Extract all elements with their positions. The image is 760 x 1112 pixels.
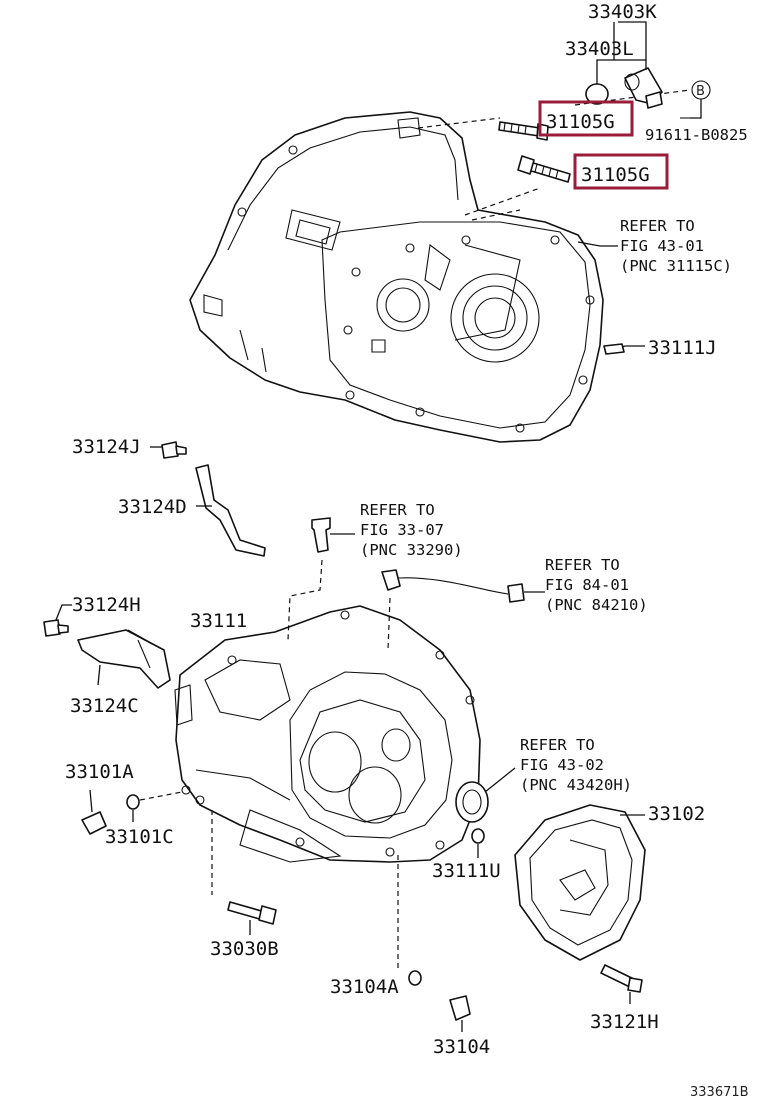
- label-31105g-upper[interactable]: 31105G: [546, 111, 615, 133]
- label-33030b[interactable]: 33030B: [210, 938, 279, 960]
- label-31105g-lower[interactable]: 31105G: [581, 164, 650, 186]
- label-91611-b0825[interactable]: 91611-B0825: [645, 126, 748, 144]
- sleeve-33403k: [624, 67, 663, 109]
- label-33111j[interactable]: 33111J: [648, 337, 717, 359]
- ref4-line2[interactable]: FIG 43-02: [520, 756, 604, 774]
- highlight-box-31105g-lower: [573, 153, 669, 190]
- ref2-line3: (PNC 33290): [360, 541, 463, 559]
- label-33124d[interactable]: 33124D: [118, 496, 187, 518]
- figure-id: 333671B: [690, 1085, 749, 1100]
- label-33104[interactable]: 33104: [433, 1036, 490, 1058]
- label-33124c[interactable]: 33124C: [70, 695, 139, 717]
- bolt-33124h: [43, 619, 69, 637]
- ref2-line2[interactable]: FIG 33-07: [360, 521, 444, 539]
- label-33111u[interactable]: 33111U: [432, 860, 501, 882]
- clutch-housing-drawing: [189, 111, 604, 443]
- case-cover-33102: [514, 804, 646, 961]
- gasket-33101c: [126, 794, 140, 810]
- ref1-line3: (PNC 31115C): [620, 257, 732, 275]
- plug-33104a: [408, 970, 422, 986]
- bolt-31105g-lower: [517, 155, 571, 183]
- label-33104a[interactable]: 33104A: [330, 976, 399, 998]
- label-33403l: 33403L: [565, 38, 634, 60]
- highlight-box-31105g-upper: [538, 100, 634, 137]
- plug-33104: [449, 995, 471, 1021]
- ref2-line1: REFER TO: [360, 501, 435, 519]
- transaxle-case-drawing: [174, 605, 481, 863]
- ref1-line2[interactable]: FIG 43-01: [620, 237, 704, 255]
- bolt-33121h: [600, 964, 643, 993]
- bolt-33030b: [227, 901, 277, 925]
- label-33101a[interactable]: 33101A: [65, 761, 134, 783]
- pin-33111j: [603, 343, 625, 355]
- speed-sensor: [381, 569, 525, 603]
- label-33102[interactable]: 33102: [648, 803, 705, 825]
- sensor-plug: [311, 517, 331, 553]
- ref4-line1: REFER TO: [520, 736, 595, 754]
- pin-33111u: [471, 828, 485, 844]
- label-33111[interactable]: 33111: [190, 610, 247, 632]
- label-33124j[interactable]: 33124J: [72, 436, 141, 458]
- label-33403k: 33403K: [588, 1, 657, 23]
- plug-33101a: [81, 811, 107, 835]
- callout-b: B: [696, 84, 705, 99]
- label-33121h[interactable]: 33121H: [590, 1011, 659, 1033]
- ref3-line3: (PNC 84210): [545, 596, 648, 614]
- label-33124h[interactable]: 33124H: [72, 594, 141, 616]
- ref3-line1: REFER TO: [545, 556, 620, 574]
- label-33101c[interactable]: 33101C: [105, 826, 174, 848]
- bolt-33124j: [161, 441, 187, 459]
- oil-seal: [455, 781, 489, 823]
- lever-33124d: [195, 464, 266, 557]
- lever-33124c: [77, 629, 171, 689]
- ref1-line1: REFER TO: [620, 217, 695, 235]
- ref4-line3: (PNC 43420H): [520, 776, 632, 794]
- ref3-line2[interactable]: FIG 84-01: [545, 576, 629, 594]
